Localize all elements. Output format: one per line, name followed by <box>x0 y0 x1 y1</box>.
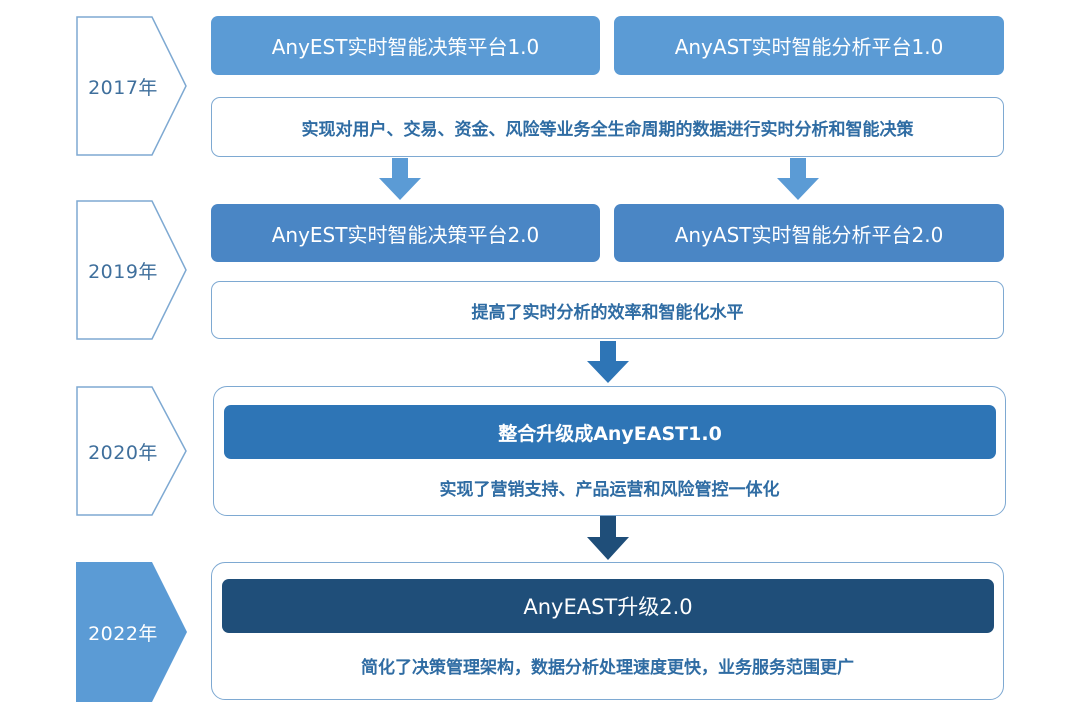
stage-title-2020: 整合升级成AnyEAST1.0 <box>224 405 996 459</box>
year-label: 2019年 <box>88 260 158 283</box>
chevron-filled-icon <box>76 562 187 702</box>
year-label: 2020年 <box>88 441 158 464</box>
chevron-outline-icon <box>76 200 187 340</box>
year-marker-2022: 2022年 <box>76 562 188 702</box>
description-2020: 实现了营销支持、产品运营和风险管控一体化 <box>439 479 780 500</box>
description-box-2019 <box>211 281 1004 339</box>
description-2019: 提高了实时分析的效率和智能化水平 <box>471 302 744 323</box>
description-2017: 实现对用户、交易、资金、风险等业务全生命周期的数据进行实时分析和智能决策 <box>301 119 914 140</box>
down-arrow-icon <box>587 341 629 383</box>
chevron-outline-icon <box>76 16 187 156</box>
platform-anyast-1-0: AnyAST实时智能分析平台1.0 <box>614 16 1004 75</box>
year-label: 2022年 <box>88 622 158 645</box>
description-box-2017 <box>211 97 1004 157</box>
year-marker-2020: 2020年 <box>76 386 188 526</box>
year-label: 2017年 <box>88 76 158 99</box>
platform-anyest-1-0: AnyEST实时智能决策平台1.0 <box>211 16 600 75</box>
platform-anyast-2-0: AnyAST实时智能分析平台2.0 <box>614 204 1004 262</box>
down-arrow-icon <box>777 158 819 200</box>
stage-title-2022: AnyEAST升级2.0 <box>222 579 994 633</box>
description-2022: 简化了决策管理架构，数据分析处理速度更快，业务服务范围更广 <box>361 657 854 678</box>
down-arrow-icon <box>587 516 629 560</box>
chevron-outline-icon <box>76 386 187 516</box>
down-arrow-icon <box>379 158 421 200</box>
platform-anyest-2-0: AnyEST实时智能决策平台2.0 <box>211 204 600 262</box>
year-marker-2019: 2019年 <box>76 200 188 340</box>
year-marker-2017: 2017年 <box>76 16 188 156</box>
